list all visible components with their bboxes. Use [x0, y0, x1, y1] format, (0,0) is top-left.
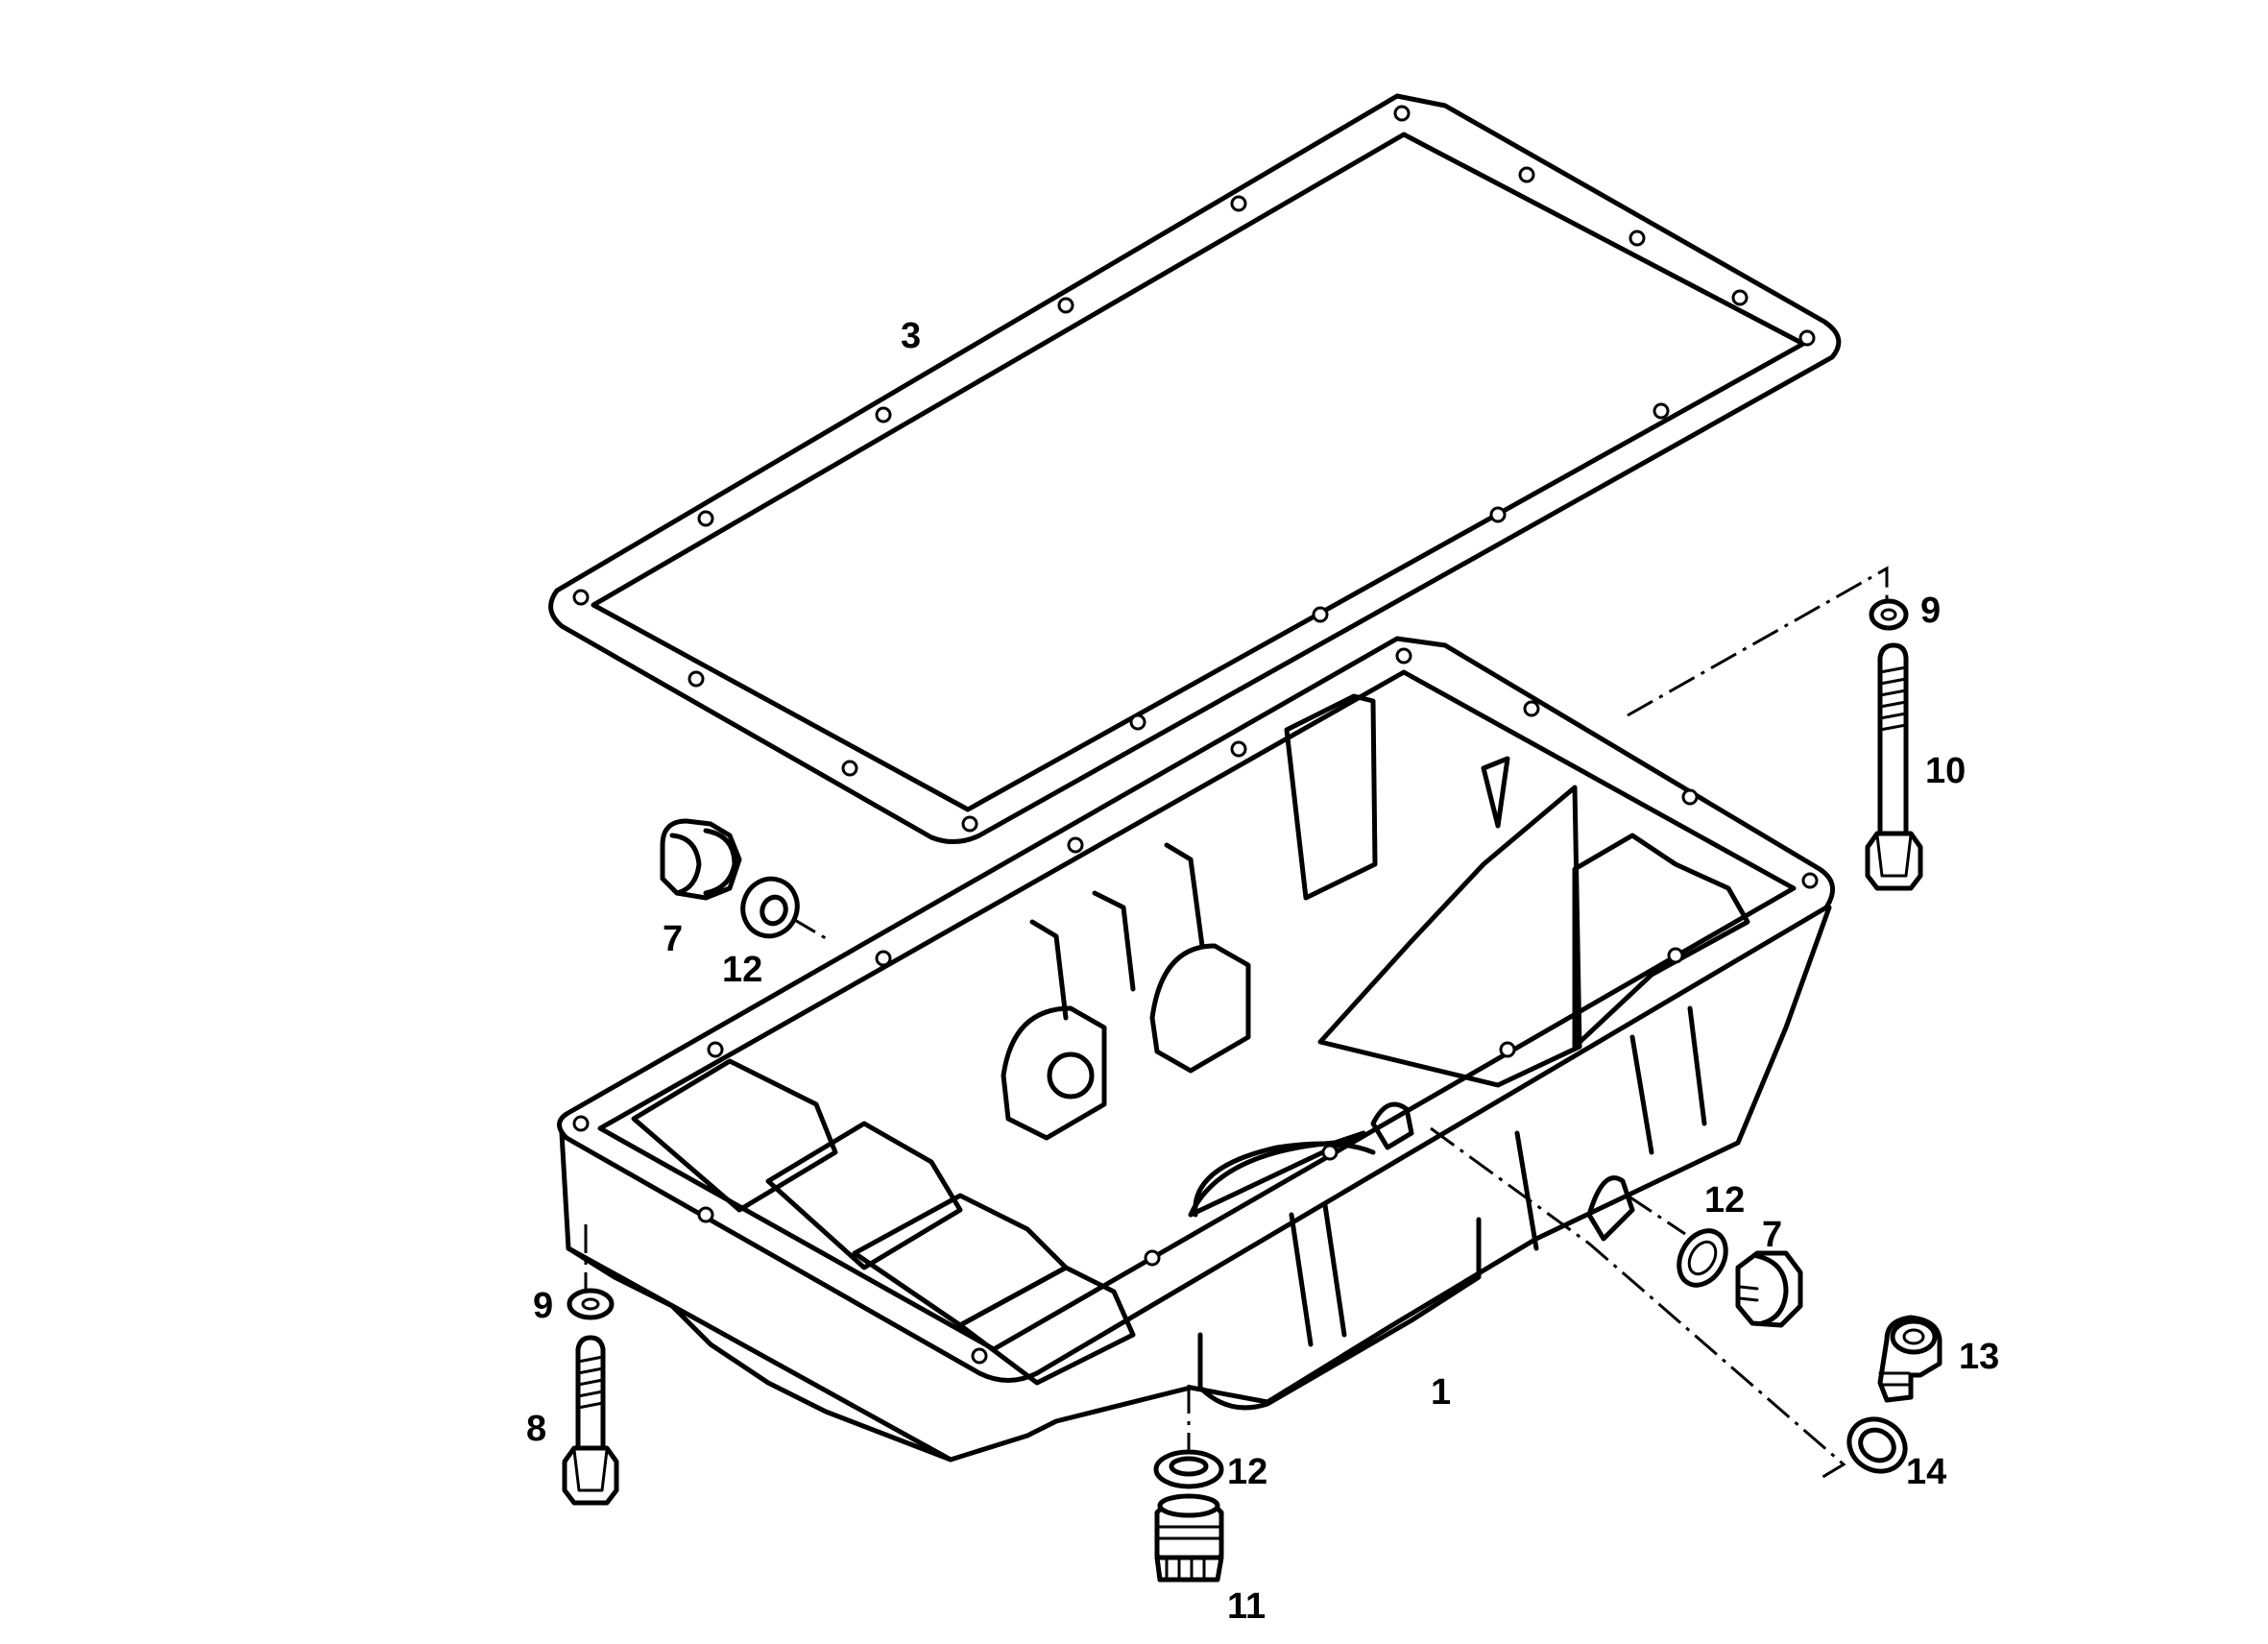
callout-7-right: 7 — [1762, 1215, 1782, 1255]
callout-8: 8 — [526, 1409, 546, 1449]
leader-plug-7-right — [1627, 1194, 1686, 1236]
callout-9-top: 9 — [1920, 591, 1941, 631]
oil-pickup-well-edge — [1193, 1141, 1376, 1218]
baffle-1 — [1284, 693, 1378, 901]
callout-7-left: 7 — [663, 919, 683, 959]
crank-support-1 — [1001, 1005, 1107, 1141]
oil-pan-gasket — [548, 93, 1842, 844]
callout-9-bottom: 9 — [533, 1286, 553, 1326]
callout-12-bottom: 12 — [1227, 1452, 1267, 1492]
baffle-3 — [1317, 785, 1582, 1088]
crank-support-2 — [1149, 943, 1251, 1074]
plug-7-right — [1735, 1250, 1803, 1328]
oil-pan-sump — [1197, 1217, 1482, 1411]
rib-2 — [1092, 890, 1136, 992]
washer-12-bottom — [1153, 1449, 1224, 1489]
washer-14 — [1846, 1416, 1908, 1474]
gasket-bolt-holes — [572, 105, 1816, 833]
callout-11: 11 — [1227, 1586, 1266, 1627]
gasket-outline — [548, 93, 1842, 844]
oil-pan-front-wall — [559, 905, 1832, 1463]
callout-3: 3 — [901, 316, 921, 356]
rib-1 — [1029, 919, 1069, 1021]
corner-boss — [1370, 1101, 1414, 1150]
oil-pan-flange — [557, 636, 1836, 1383]
washer-9-top — [1869, 598, 1909, 631]
oil-pan — [557, 636, 1836, 1463]
baffle-4 — [1572, 833, 1750, 1050]
side-boss — [1586, 1175, 1635, 1242]
washer-12-right — [1677, 1228, 1728, 1288]
front-rib-2 — [1322, 1202, 1347, 1338]
callout-labels: 3 9 10 7 12 12 7 13 9 8 1 12 14 11 — [526, 316, 1999, 1627]
bolt-13 — [1877, 1315, 1942, 1403]
front-rib-3 — [1514, 1130, 1539, 1251]
stepped-chamber-2 — [765, 1121, 963, 1270]
callout-1: 1 — [1431, 1372, 1451, 1413]
washer-9-bottom — [567, 1288, 615, 1320]
plug-11 — [1154, 1493, 1224, 1583]
callout-14: 14 — [1906, 1452, 1946, 1492]
plug-7-left — [660, 818, 742, 901]
leader-bolt-10 — [1627, 566, 1889, 717]
washer-12-left — [740, 876, 800, 939]
callout-12-right: 12 — [1704, 1180, 1745, 1221]
gasket-inner-edge — [591, 132, 1806, 812]
baffle-2 — [1481, 756, 1510, 829]
front-rib-5 — [1687, 1005, 1707, 1126]
bolt-8 — [562, 1335, 619, 1506]
stepped-chamber-1 — [631, 1058, 838, 1213]
oil-pan-bolt-holes — [572, 647, 1819, 1365]
oil-pan-left-end — [566, 1245, 953, 1463]
crank-support-1-hole — [1047, 1052, 1095, 1100]
front-rib-4 — [1629, 1034, 1654, 1155]
stepped-chamber-3 — [852, 1193, 1069, 1328]
bolt-10 — [1865, 642, 1923, 891]
rib-3 — [1164, 842, 1205, 949]
leader-plug-13 — [1430, 1126, 1846, 1481]
callout-12-left: 12 — [722, 950, 762, 990]
callout-13: 13 — [1959, 1337, 1999, 1377]
front-rib-1 — [1289, 1212, 1314, 1347]
callout-10: 10 — [1925, 751, 1966, 791]
stepped-chamber-4 — [957, 1265, 1136, 1386]
